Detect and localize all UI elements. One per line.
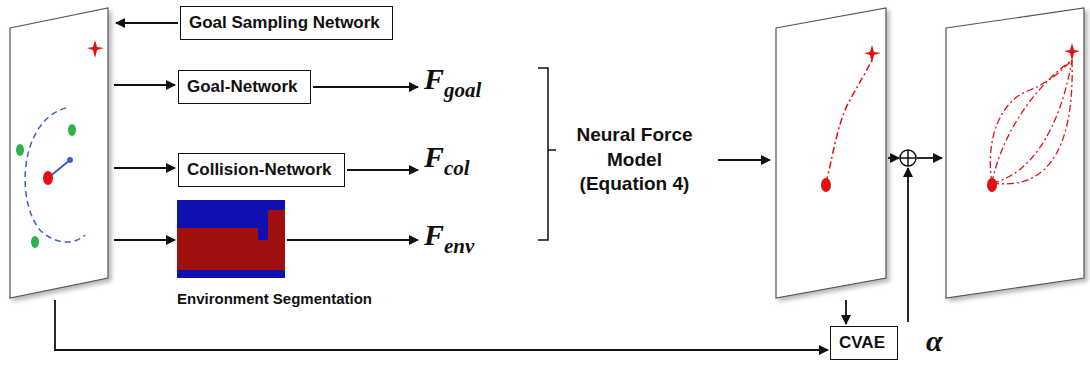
force-symbol: Fenv xyxy=(424,218,474,252)
arrow xyxy=(55,300,828,350)
network-box: Collision-Network xyxy=(178,153,345,187)
arrow xyxy=(287,239,418,241)
symbol-subscript: goal xyxy=(444,78,481,102)
image-caption: Environment Segmentation xyxy=(177,290,372,307)
arrow xyxy=(114,167,175,169)
box-label: Goal-Network xyxy=(187,77,302,97)
box-label: Goal Sampling Network xyxy=(189,13,384,33)
arrow xyxy=(116,22,178,24)
arrow xyxy=(347,169,418,171)
symbol-subscript: col xyxy=(444,156,470,180)
input-panel xyxy=(10,8,108,298)
symbol-letter: F xyxy=(424,218,444,251)
arrow xyxy=(313,86,418,88)
arrow xyxy=(917,157,942,159)
network-box: Goal-Network xyxy=(178,70,311,104)
bracket xyxy=(538,68,556,240)
segmentation-image xyxy=(177,200,285,278)
caption-box: Environment Segmentation xyxy=(177,290,372,307)
network-box: Goal Sampling Network xyxy=(180,6,393,40)
arrow xyxy=(114,239,175,241)
force-symbol: Fcol xyxy=(424,140,470,174)
symbol-subscript: env xyxy=(444,234,474,258)
alpha-symbol: α xyxy=(926,324,943,357)
box-label: CVAE xyxy=(839,333,889,353)
result-panel xyxy=(946,8,1084,298)
model-label: Neural Force Model (Equation 4) xyxy=(576,124,692,194)
symbol-letter: F xyxy=(424,62,444,95)
box-label: Collision-Network xyxy=(187,160,336,180)
sum-symbol xyxy=(900,150,916,166)
arrow xyxy=(907,168,909,322)
alpha-box: α xyxy=(926,324,943,358)
output-panel xyxy=(776,8,886,298)
arrow xyxy=(888,157,899,159)
force-symbol: Fgoal xyxy=(424,62,481,96)
arrow xyxy=(114,84,175,86)
arrow xyxy=(845,300,847,324)
symbol-letter: F xyxy=(424,140,444,173)
cvae-box: CVAE xyxy=(830,326,898,360)
arrow xyxy=(718,159,770,161)
model-text: Neural Force Model (Equation 4) xyxy=(562,123,707,197)
